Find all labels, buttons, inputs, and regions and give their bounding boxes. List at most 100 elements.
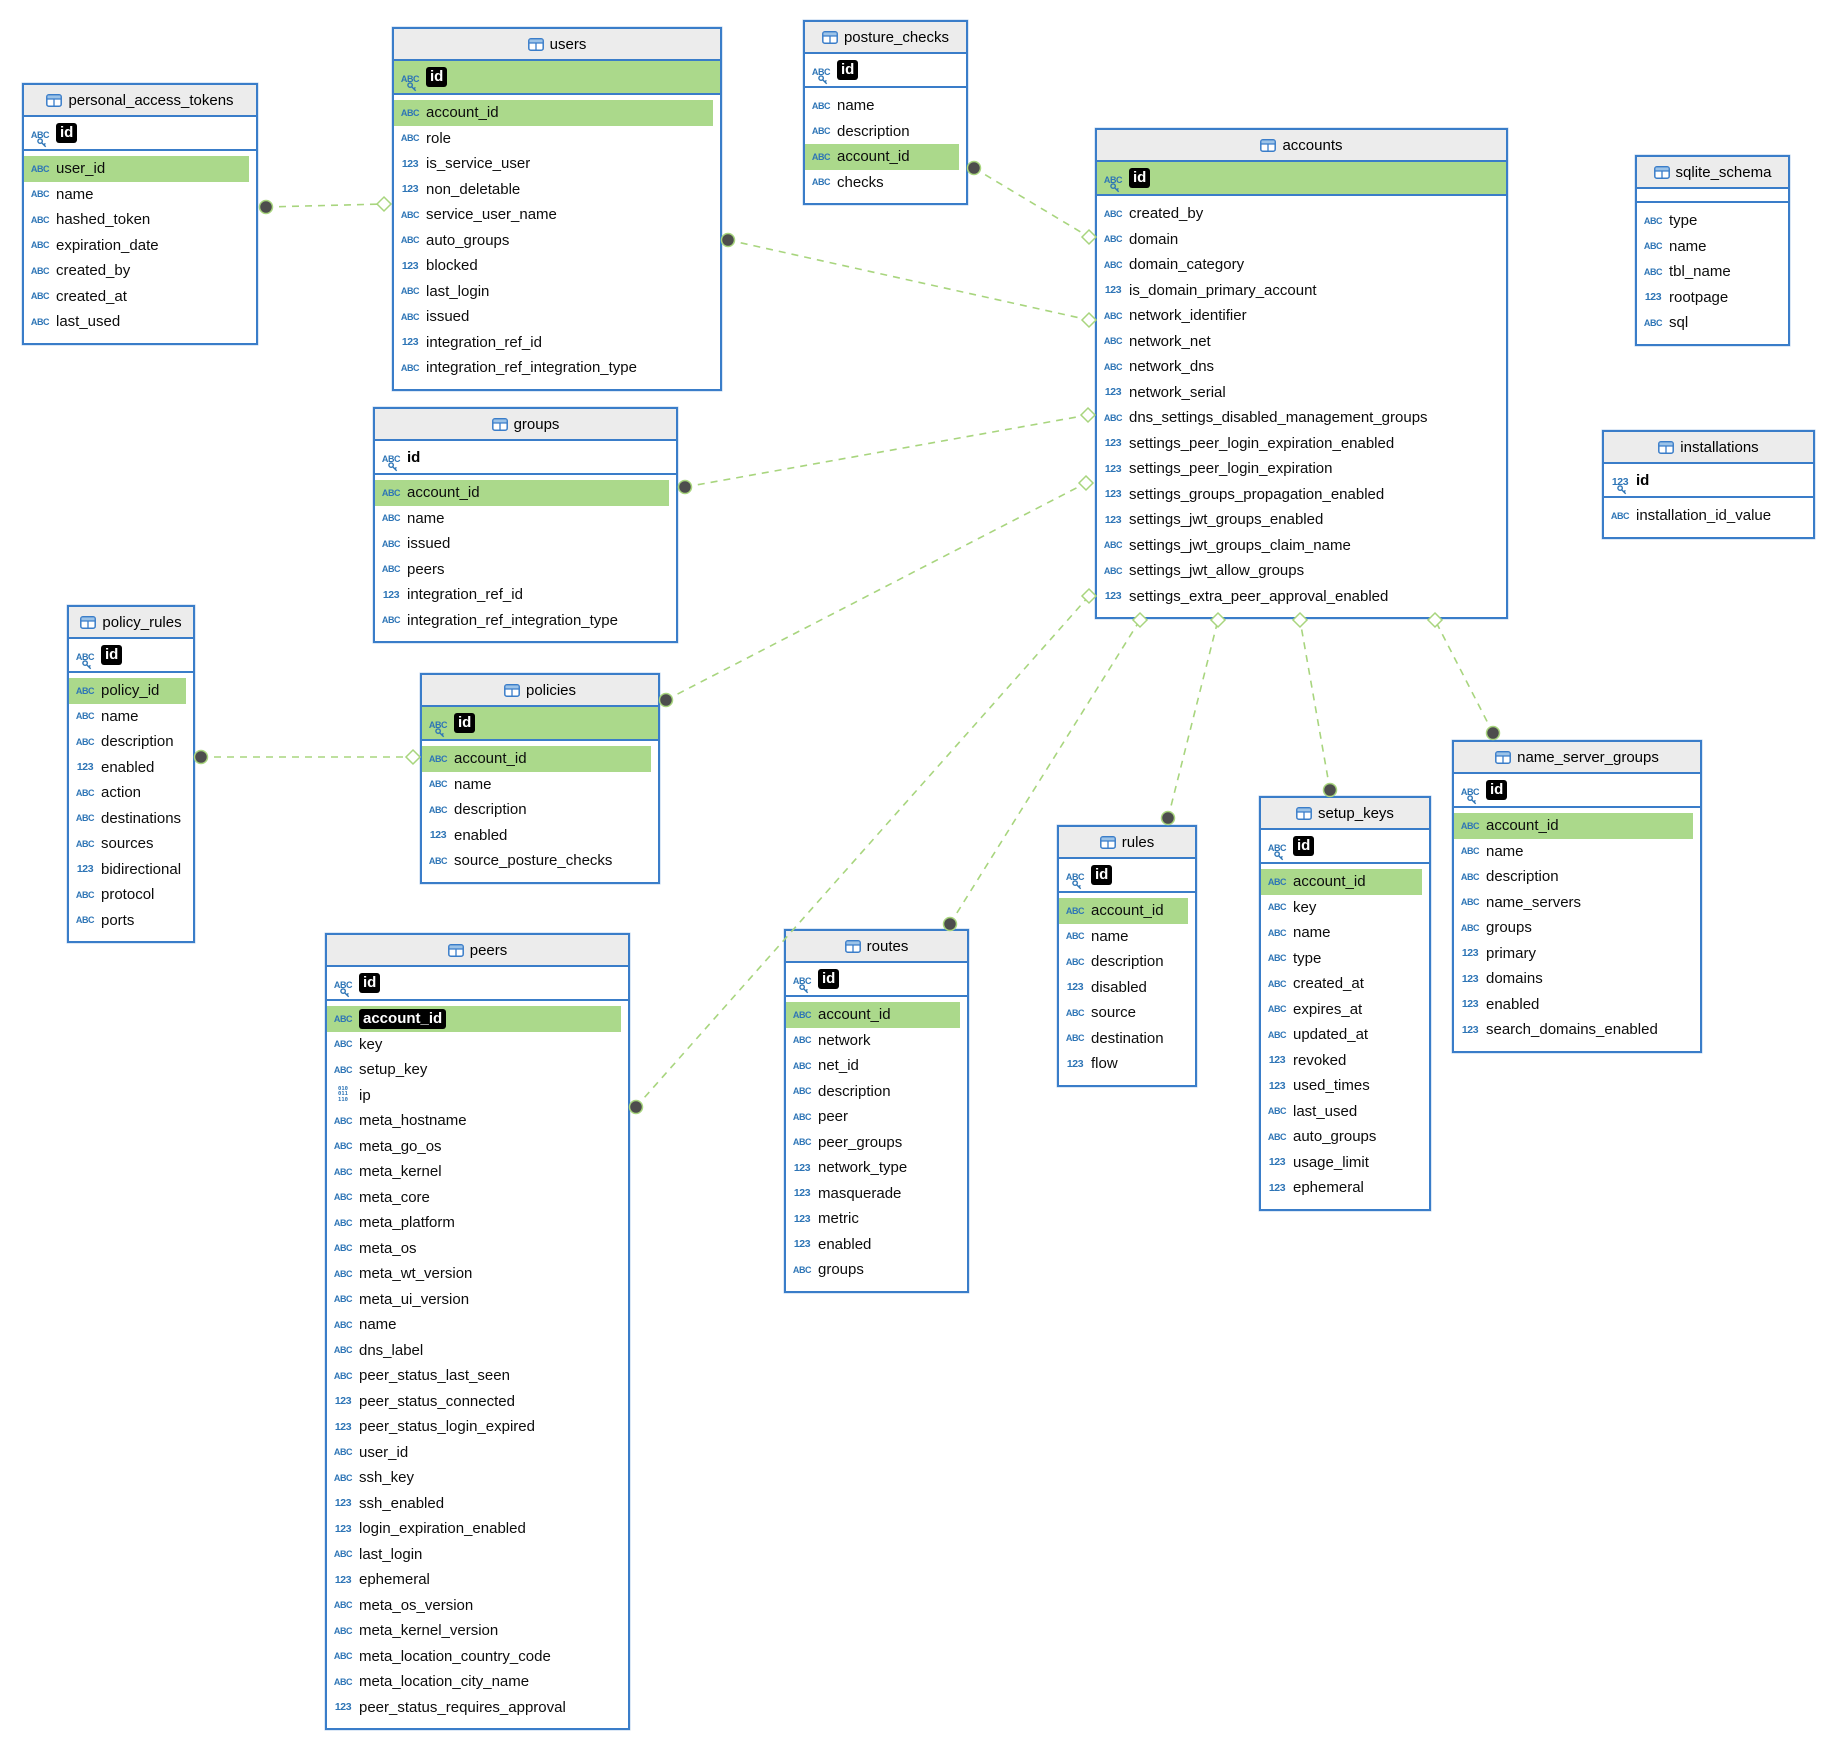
relationship-rules-accounts[interactable]	[1167, 619, 1219, 819]
table-header[interactable]: posture_checks	[805, 22, 966, 54]
table-header[interactable]: sqlite_schema	[1637, 157, 1788, 189]
relationship-setup_keys-accounts[interactable]	[1299, 619, 1331, 791]
table-header[interactable]: rules	[1059, 827, 1195, 859]
table-header[interactable]: setup_keys	[1261, 798, 1429, 830]
table-header[interactable]: peers	[327, 935, 628, 967]
table-header[interactable]: personal_access_tokens	[24, 85, 256, 117]
table-header[interactable]: policy_rules	[69, 607, 193, 639]
relationship-personal_access_tokens-users[interactable]	[265, 203, 385, 208]
table-header[interactable]: users	[394, 29, 720, 61]
table-header[interactable]: name_server_groups	[1454, 742, 1700, 774]
relationship-groups-accounts[interactable]	[684, 414, 1089, 488]
relationship-name_server_groups-accounts[interactable]	[1434, 619, 1494, 734]
